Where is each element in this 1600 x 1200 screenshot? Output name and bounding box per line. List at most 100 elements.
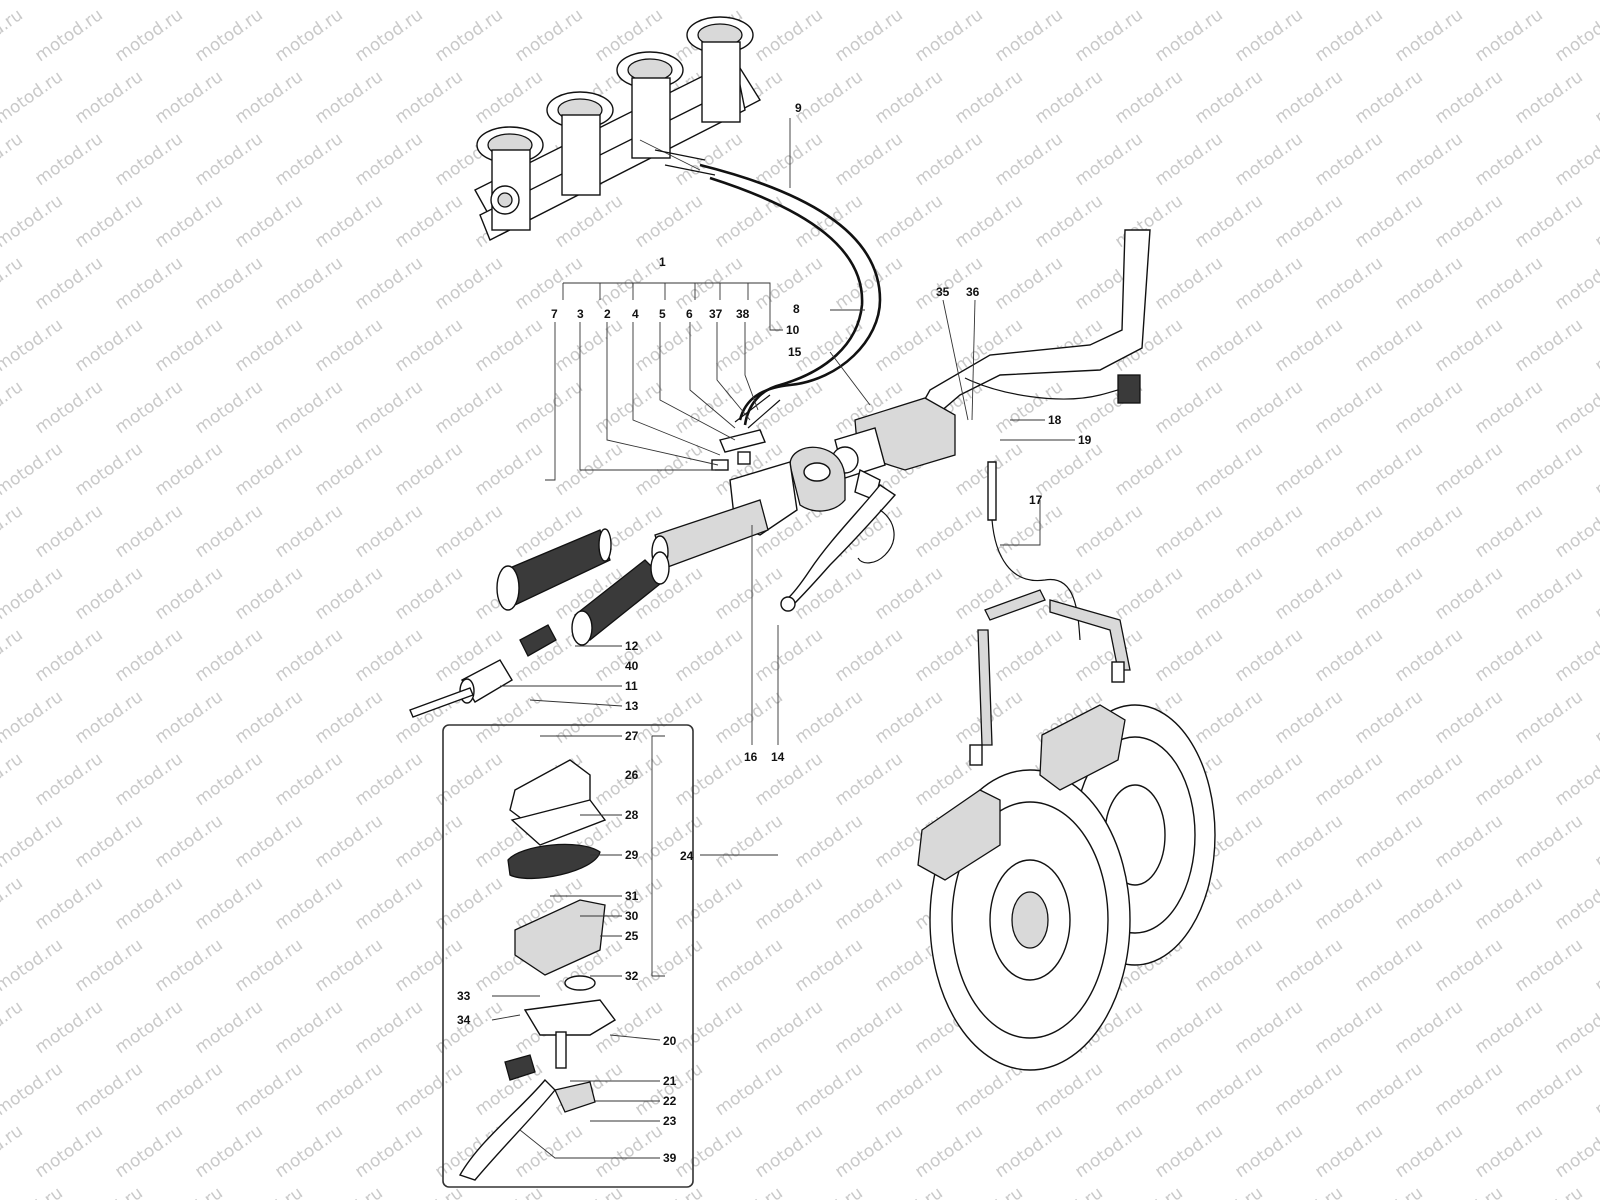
watermark-text: motod.ru [151, 439, 226, 500]
callout-27: 27 [625, 729, 639, 743]
watermark-text: motod.ru [351, 1121, 426, 1182]
watermark-text: motod.ru [1551, 5, 1600, 66]
watermark-text: motod.ru [911, 1121, 986, 1182]
callout-35: 35 [936, 285, 950, 299]
watermark-text: motod.ru [1071, 1121, 1146, 1182]
callout-39: 39 [663, 1151, 677, 1165]
watermark-text: motod.ru [271, 1121, 346, 1182]
watermark-text: motod.ru [0, 687, 67, 748]
watermark-text: motod.ru [1311, 873, 1386, 934]
watermark-text: motod.ru [471, 1183, 546, 1200]
watermark-text: motod.ru [831, 129, 906, 190]
watermark-text: motod.ru [911, 253, 986, 314]
watermark-text: motod.ru [351, 129, 426, 190]
watermark-text: motod.ru [231, 191, 306, 252]
watermark-text: motod.ru [71, 811, 146, 872]
watermark-text: motod.ru [1351, 563, 1426, 624]
watermark-text: motod.ru [1551, 873, 1600, 934]
watermark-text: motod.ru [1391, 997, 1466, 1058]
master-cylinder-icon [831, 397, 956, 501]
watermark-text: motod.ru [1231, 1121, 1306, 1182]
callout-25: 25 [625, 929, 639, 943]
watermark-text: motod.ru [1591, 811, 1600, 872]
watermark-text: motod.ru [1431, 1059, 1506, 1120]
watermark-text: motod.ru [751, 749, 826, 810]
watermark-text: motod.ru [1151, 129, 1226, 190]
watermark-text: motod.ru [711, 191, 786, 252]
watermark-text: motod.ru [71, 1183, 146, 1200]
watermark-text: motod.ru [1231, 997, 1306, 1058]
watermark-text: motod.ru [1351, 1059, 1426, 1120]
watermark-text: motod.ru [1511, 687, 1586, 748]
callout-33: 33 [457, 989, 471, 1003]
watermark-text: motod.ru [871, 1059, 946, 1120]
watermark-text: motod.ru [0, 501, 27, 562]
watermark-text: motod.ru [0, 749, 27, 810]
watermark-text: motod.ru [1311, 129, 1386, 190]
watermark-text: motod.ru [111, 129, 186, 190]
callout-14: 14 [771, 750, 785, 764]
watermark-text: motod.ru [31, 501, 106, 562]
callout-19: 19 [1078, 433, 1092, 447]
watermark-text: motod.ru [1191, 67, 1266, 128]
watermark-text: motod.ru [1511, 935, 1586, 996]
watermark-text: motod.ru [791, 1059, 866, 1120]
watermark-text: motod.ru [0, 0, 67, 4]
callout-26: 26 [625, 768, 639, 782]
watermark-text: motod.ru [351, 749, 426, 810]
watermark-text: motod.ru [391, 1059, 466, 1120]
watermark-text: motod.ru [951, 0, 1026, 4]
watermark-text: motod.ru [711, 315, 786, 376]
handlebar-icon [918, 229, 1151, 413]
watermark-text: motod.ru [71, 191, 146, 252]
watermark-text: motod.ru [751, 997, 826, 1058]
callout-21: 21 [663, 1074, 677, 1088]
watermark-text: motod.ru [1591, 67, 1600, 128]
watermark-text: motod.ru [271, 377, 346, 438]
watermark-text: motod.ru [871, 687, 946, 748]
watermark-text: motod.ru [791, 0, 866, 4]
watermark-text: motod.ru [1351, 191, 1426, 252]
callout-23: 23 [663, 1114, 677, 1128]
watermark-text: motod.ru [1431, 0, 1506, 4]
callout-18: 18 [1048, 413, 1062, 427]
watermark-text: motod.ru [1311, 377, 1386, 438]
watermark-text: motod.ru [1551, 997, 1600, 1058]
watermark-text: motod.ru [231, 1059, 306, 1120]
watermark-text: motod.ru [71, 439, 146, 500]
watermark-text: motod.ru [0, 1121, 27, 1182]
watermark-text: motod.ru [271, 501, 346, 562]
watermark-text: motod.ru [791, 687, 866, 748]
watermark-text: motod.ru [631, 1059, 706, 1120]
watermark-text: motod.ru [591, 625, 666, 686]
watermark-text: motod.ru [391, 191, 466, 252]
watermark-text: motod.ru [1431, 935, 1506, 996]
callout-7: 7 [551, 307, 558, 321]
watermark-text: motod.ru [1511, 0, 1586, 4]
watermark-text: motod.ru [151, 191, 226, 252]
watermark-text: motod.ru [1551, 749, 1600, 810]
watermark-text: motod.ru [1471, 377, 1546, 438]
watermark-text: motod.ru [1591, 687, 1600, 748]
watermark-text: motod.ru [671, 625, 746, 686]
watermark-text: motod.ru [151, 1183, 226, 1200]
watermark-text: motod.ru [1311, 749, 1386, 810]
throttle-cable [699, 163, 882, 429]
watermark-text: motod.ru [1591, 315, 1600, 376]
watermark-text: motod.ru [1471, 1121, 1546, 1182]
watermark-text: motod.ru [471, 439, 546, 500]
watermark-text: motod.ru [111, 873, 186, 934]
watermark-text: motod.ru [1431, 811, 1506, 872]
watermark-text: motod.ru [1111, 0, 1186, 4]
callout-22: 22 [663, 1094, 677, 1108]
watermark-text: motod.ru [751, 253, 826, 314]
watermark-text: motod.ru [1231, 129, 1306, 190]
watermark-text: motod.ru [631, 315, 706, 376]
watermark-text: motod.ru [1071, 5, 1146, 66]
watermark-text: motod.ru [1271, 439, 1346, 500]
watermark-text: motod.ru [1471, 253, 1546, 314]
watermark-text: motod.ru [1471, 873, 1546, 934]
watermark-text: motod.ru [831, 625, 906, 686]
watermark-text: motod.ru [1151, 5, 1226, 66]
watermark-text: motod.ru [551, 0, 626, 4]
